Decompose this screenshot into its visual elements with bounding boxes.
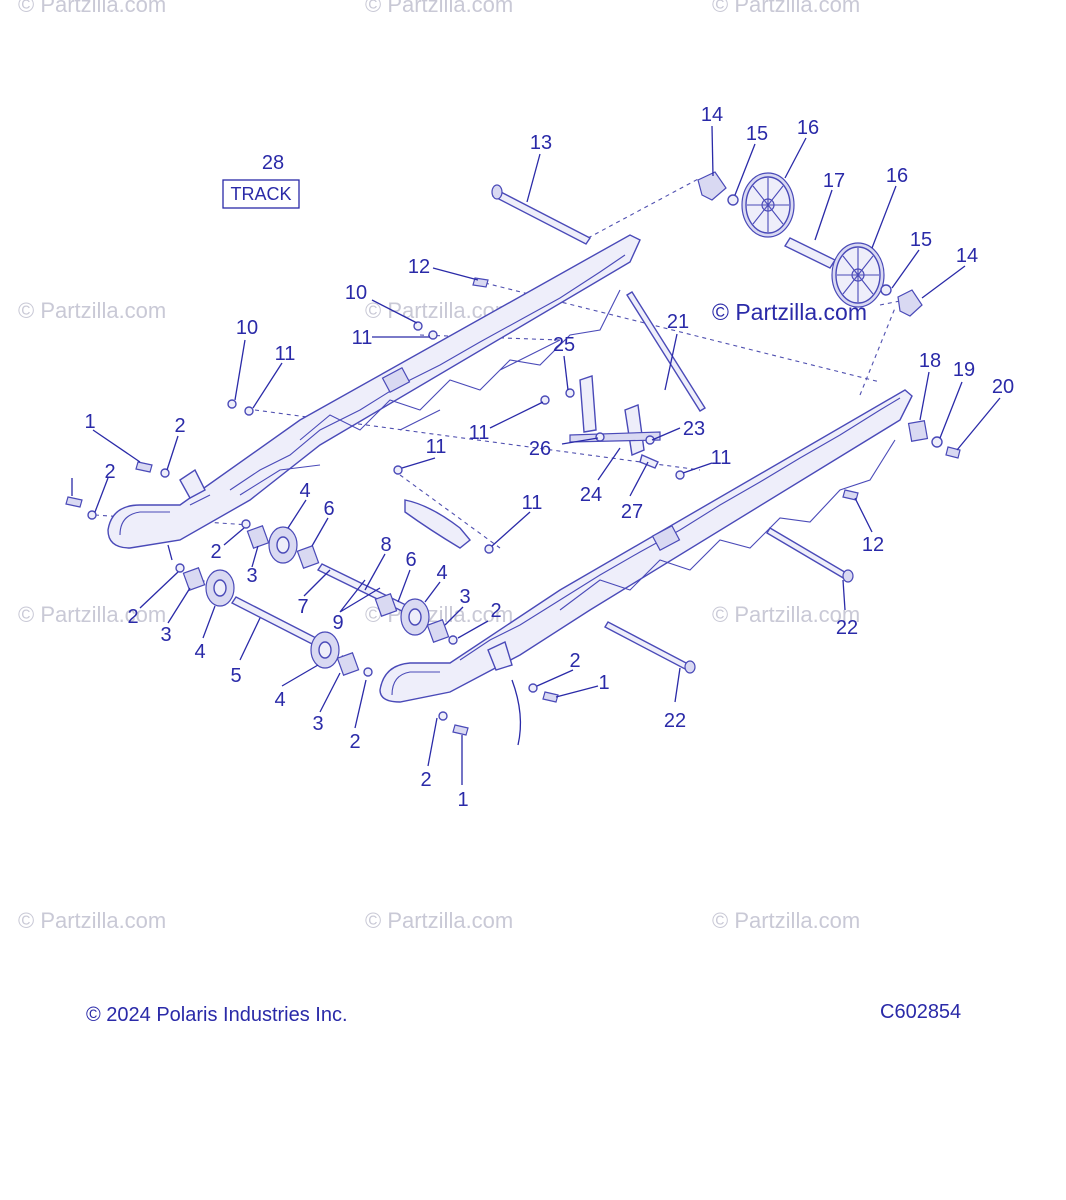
watermark: © Partzilla.com [712, 0, 860, 17]
callout-23: 23 [683, 418, 705, 440]
callout-4: 4 [274, 689, 285, 711]
callout-11: 11 [711, 447, 732, 469]
callout-3: 3 [246, 565, 257, 587]
callout-19: 19 [953, 359, 975, 381]
callout-22: 22 [836, 617, 858, 639]
callout-16: 16 [886, 165, 908, 187]
callout-5: 5 [230, 665, 241, 687]
callout-2: 2 [210, 541, 221, 563]
callout-7: 7 [297, 596, 308, 618]
callout-4: 4 [194, 641, 205, 663]
callout-10: 10 [236, 317, 258, 339]
callout-14: 14 [701, 104, 723, 126]
callout-22: 22 [664, 710, 686, 732]
callout-12: 12 [408, 256, 430, 278]
callout-13: 13 [530, 132, 552, 154]
watermark: © Partzilla.com [18, 908, 166, 933]
watermark: © Partzilla.com [365, 908, 513, 933]
callout-11: 11 [469, 422, 490, 444]
callout-9: 9 [332, 612, 343, 634]
callout-26: 26 [529, 438, 551, 460]
callout-2: 2 [490, 600, 501, 622]
watermark: © Partzilla.com [712, 602, 860, 627]
callout-16: 16 [797, 117, 819, 139]
callout-1: 1 [84, 411, 95, 433]
right-rail [379, 389, 913, 746]
callout-24: 24 [580, 484, 602, 506]
watermark: © Partzilla.com [18, 0, 166, 17]
callout-15: 15 [910, 229, 932, 251]
callout-2: 2 [174, 415, 185, 437]
callout-17: 17 [823, 170, 845, 192]
callout-11: 11 [352, 327, 373, 349]
callout-3: 3 [160, 624, 171, 646]
callout-10: 10 [345, 282, 367, 304]
callout-2: 2 [420, 769, 431, 791]
callout-3: 3 [459, 586, 470, 608]
callout-1: 1 [457, 789, 468, 811]
left-rail [107, 234, 641, 561]
callout-labels: 13 14 15 16 17 16 15 14 12 10 11 10 11 2… [84, 104, 1014, 811]
callout-2: 2 [349, 731, 360, 753]
callout-1: 1 [598, 672, 609, 694]
callout-27: 27 [621, 501, 643, 523]
callout-12: 12 [862, 534, 884, 556]
callout-11: 11 [426, 436, 447, 458]
callout-4: 4 [436, 562, 447, 584]
callout-20: 20 [992, 376, 1014, 398]
callout-8: 8 [380, 534, 391, 556]
callout-3: 3 [312, 713, 323, 735]
copyright-notice: © 2024 Polaris Industries Inc. [86, 1004, 348, 1026]
callout-28: 28 [262, 152, 284, 174]
callout-25: 25 [553, 334, 575, 356]
brand-watermark: © Partzilla.com [712, 299, 867, 325]
watermark: © Partzilla.com [18, 602, 166, 627]
diagram-code: C602854 [880, 1001, 962, 1023]
watermark: © Partzilla.com [18, 298, 166, 323]
leader-lines [71, 125, 1001, 785]
callout-11: 11 [275, 343, 296, 365]
callout-11: 11 [522, 492, 543, 514]
watermark: © Partzilla.com [712, 908, 860, 933]
watermark-layer: © Partzilla.com © Partzilla.com © Partzi… [18, 0, 860, 933]
callout-6: 6 [405, 549, 416, 571]
callout-6: 6 [323, 498, 334, 520]
track-callout: 28 TRACK [222, 152, 300, 209]
track-label: TRACK [230, 184, 291, 204]
callout-14: 14 [956, 245, 978, 267]
callout-21: 21 [667, 311, 689, 333]
callout-18: 18 [919, 350, 941, 372]
hardware [65, 171, 961, 736]
track-label-box [222, 179, 300, 209]
watermark: © Partzilla.com [365, 0, 513, 17]
callout-2: 2 [104, 461, 115, 483]
callout-2: 2 [569, 650, 580, 672]
callout-15: 15 [746, 123, 768, 145]
callout-2: 2 [127, 606, 138, 628]
callout-4: 4 [299, 480, 310, 502]
